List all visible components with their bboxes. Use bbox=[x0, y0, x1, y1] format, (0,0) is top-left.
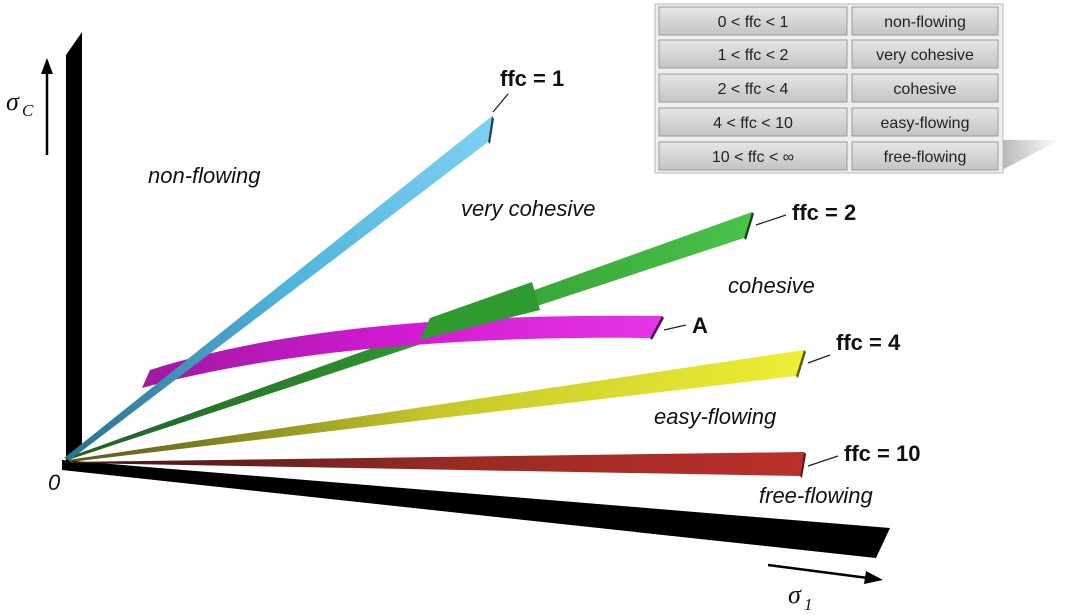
legend-cell-cat-2 bbox=[851, 39, 999, 69]
x-axis-bar bbox=[62, 460, 890, 558]
legend-cell-range-2 bbox=[658, 39, 848, 69]
legend-range-1: 0 < ffc < 1 bbox=[718, 14, 789, 31]
x-axis-subscript: 1 bbox=[804, 595, 813, 614]
leader-ffc-2 bbox=[755, 214, 787, 226]
leader-a bbox=[663, 324, 687, 331]
legend-cell-range-3 bbox=[658, 73, 848, 103]
legend-range-4: 4 < ffc < 10 bbox=[713, 115, 793, 132]
label-ffc-2: ffc = 2 bbox=[792, 200, 856, 225]
legend-shadow bbox=[1002, 140, 1060, 170]
x-axis-arrow bbox=[767, 563, 869, 580]
legend-cell-range-5 bbox=[658, 141, 848, 171]
legend-range-5: 10 < ffc < ∞ bbox=[712, 149, 794, 166]
leader-ffc-10 bbox=[807, 455, 839, 467]
legend-cell-cat-4 bbox=[851, 107, 999, 137]
label-ffc-10: ffc = 10 bbox=[844, 441, 920, 466]
line-ffc-1 bbox=[64, 116, 494, 460]
legend-table: 0 < ffc < 1 non-flowing 1 < ffc < 2 very… bbox=[654, 3, 1060, 174]
line-ffc-10 bbox=[68, 452, 806, 478]
legend-range-3: 2 < ffc < 4 bbox=[718, 81, 789, 98]
curve-a bbox=[142, 315, 664, 388]
x-axis-symbol: σ bbox=[788, 580, 802, 609]
legend-cell-cat-1 bbox=[851, 6, 999, 36]
legend-category-2: very cohesive bbox=[876, 47, 974, 64]
y-axis-bar bbox=[66, 32, 82, 462]
label-a: A bbox=[692, 313, 708, 338]
label-ffc-4: ffc = 4 bbox=[836, 330, 901, 355]
legend-cell-cat-5 bbox=[851, 141, 999, 171]
region-easy-flowing: easy-flowing bbox=[654, 404, 777, 429]
label-ffc-1: ffc = 1 bbox=[500, 66, 564, 91]
legend-category-4: easy-flowing bbox=[881, 115, 970, 132]
region-non-flowing: non-flowing bbox=[148, 163, 261, 188]
legend-cell-range-4 bbox=[658, 107, 848, 137]
legend-category-1: non-flowing bbox=[884, 14, 966, 31]
legend-cell-cat-3 bbox=[851, 73, 999, 103]
y-axis-symbol: σ bbox=[6, 87, 20, 116]
region-cohesive: cohesive bbox=[728, 273, 815, 298]
leader-ffc-1 bbox=[492, 93, 509, 113]
legend-category-3: cohesive bbox=[893, 81, 956, 98]
region-free-flowing: free-flowing bbox=[759, 483, 873, 508]
legend-range-2: 1 < ffc < 2 bbox=[718, 47, 789, 64]
y-arrow-head bbox=[41, 58, 53, 74]
legend-cell-range-1 bbox=[658, 6, 848, 36]
region-very-cohesive: very cohesive bbox=[461, 196, 596, 221]
legend-category-5: free-flowing bbox=[884, 149, 967, 166]
y-axis-subscript: C bbox=[22, 101, 34, 120]
leader-ffc-4 bbox=[807, 354, 831, 364]
x-arrow-head bbox=[864, 571, 883, 584]
line-ffc-4 bbox=[68, 350, 806, 462]
origin-label: 0 bbox=[48, 470, 61, 495]
line-ffc-2-overlap bbox=[420, 282, 540, 340]
